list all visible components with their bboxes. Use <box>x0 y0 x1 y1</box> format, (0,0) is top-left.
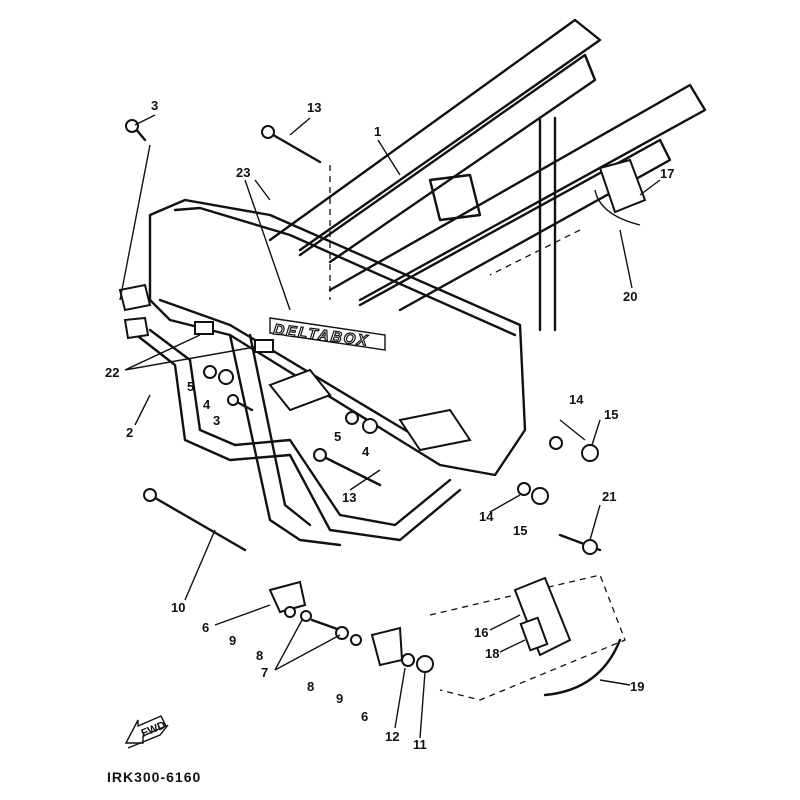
part-17 <box>598 158 647 214</box>
callout-8: 8 <box>256 648 263 663</box>
nut-4 <box>218 369 234 385</box>
callout-1: 1 <box>374 124 381 139</box>
part-code: IRK300-6160 <box>107 769 201 785</box>
callout-21: 21 <box>602 489 616 504</box>
bolt-21 <box>582 539 598 555</box>
callout-13: 13 <box>307 100 321 115</box>
frame-cap <box>194 321 214 335</box>
washer-14 <box>549 436 563 450</box>
accessory-parts <box>429 158 647 701</box>
bolt-10 <box>148 493 247 552</box>
callout-12: 12 <box>385 729 399 744</box>
callout-14: 14 <box>569 392 584 407</box>
callout-9b: 9 <box>336 691 343 706</box>
callout-6b: 6 <box>361 709 368 724</box>
part-18 <box>519 616 549 652</box>
callout-19: 19 <box>630 679 644 694</box>
callout-14b: 14 <box>479 509 494 524</box>
washer-5 <box>203 365 217 379</box>
callout-3: 3 <box>151 98 158 113</box>
callout-15: 15 <box>604 407 618 422</box>
callout-20: 20 <box>623 289 637 304</box>
fasteners <box>125 119 602 673</box>
callout-15b: 15 <box>513 523 527 538</box>
callout-numbers: 3 13 1 23 17 20 22 5 4 3 2 14 15 5 4 13 … <box>105 98 674 752</box>
callout-18: 18 <box>485 646 499 661</box>
callout-22: 22 <box>105 365 119 380</box>
callout-13b: 13 <box>342 490 356 505</box>
fwd-label: FWD <box>140 719 168 740</box>
forward-arrow-icon: FWD <box>124 715 169 749</box>
callout-4b: 4 <box>362 444 370 459</box>
callout-5: 5 <box>187 379 194 394</box>
callout-6: 6 <box>202 620 209 635</box>
callout-5b: 5 <box>334 429 341 444</box>
callout-4: 4 <box>203 397 211 412</box>
bracket-6b <box>370 626 404 667</box>
callout-9: 9 <box>229 633 236 648</box>
main-frame: DELTABOX <box>118 18 707 547</box>
nut-15 <box>581 444 599 462</box>
callout-17: 17 <box>660 166 674 181</box>
frame-cap <box>254 339 274 353</box>
band-19 <box>543 638 622 697</box>
callout-11: 11 <box>413 737 427 752</box>
bolt-13-top <box>266 130 322 164</box>
callout-3b: 3 <box>213 413 220 428</box>
callout-23: 23 <box>236 165 250 180</box>
leader-lines <box>119 114 661 739</box>
callout-7: 7 <box>261 665 268 680</box>
band-20 <box>594 189 641 226</box>
callout-16: 16 <box>474 625 488 640</box>
washer-12 <box>401 653 415 667</box>
callout-2: 2 <box>126 425 133 440</box>
callout-8b: 8 <box>307 679 314 694</box>
nut-11 <box>416 655 434 673</box>
callout-10: 10 <box>171 600 185 615</box>
bracket-6 <box>268 580 307 614</box>
